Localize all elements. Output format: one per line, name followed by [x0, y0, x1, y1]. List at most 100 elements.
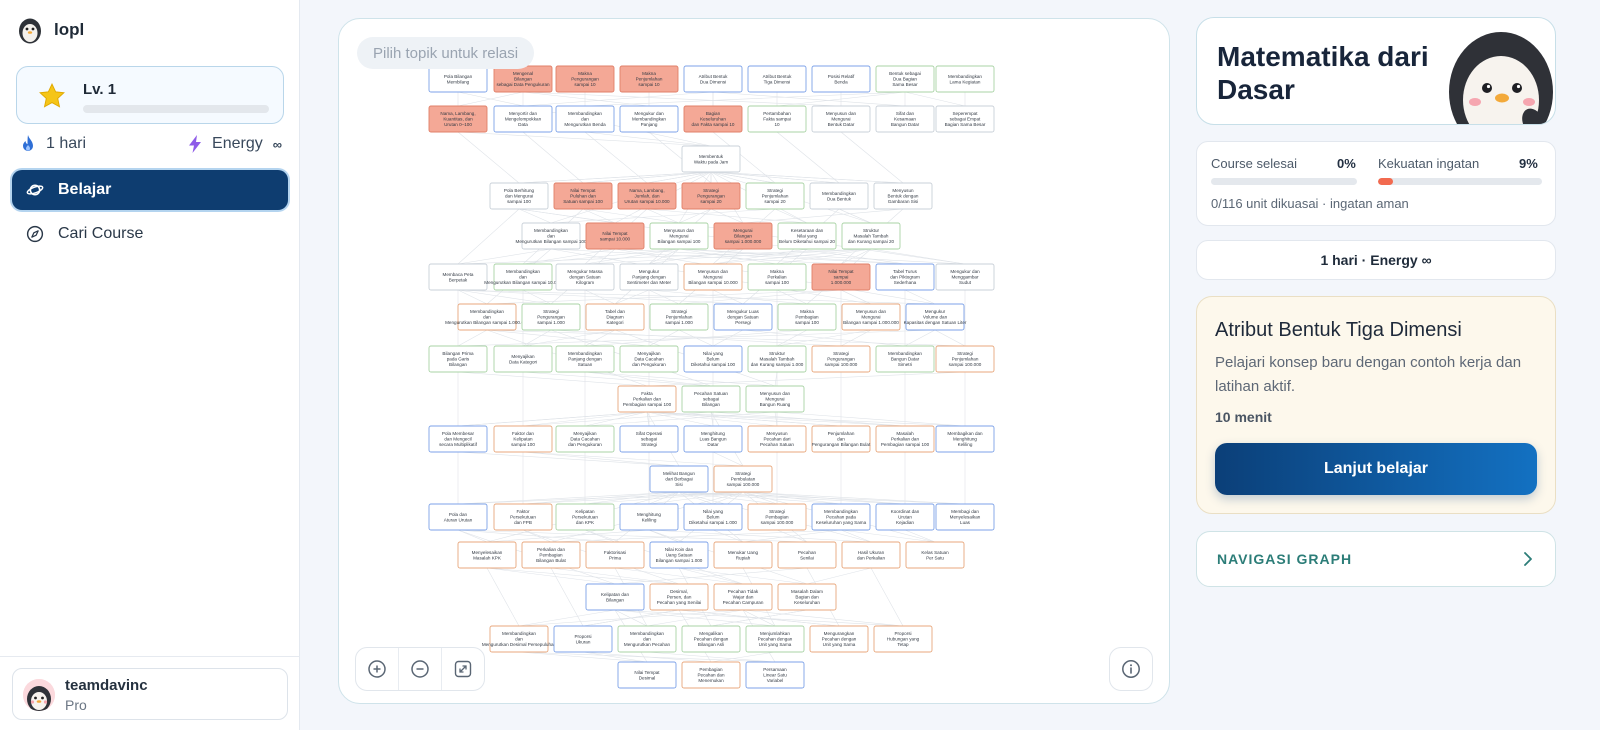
- zoom-in-button[interactable]: [356, 648, 398, 690]
- nav-item-belajar[interactable]: Belajar: [12, 170, 288, 210]
- zoom-out-button[interactable]: [398, 648, 441, 690]
- graph-info-button[interactable]: [1109, 647, 1153, 691]
- nav-item-cari-course[interactable]: Cari Course: [12, 214, 288, 254]
- topic-selector[interactable]: Pilih topik untuk relasi: [357, 37, 535, 69]
- graph-navigation-toggle[interactable]: NAVIGASI GRAPH: [1196, 531, 1556, 587]
- level-card[interactable]: Lv. 1: [16, 66, 284, 124]
- continue-learning-button[interactable]: Lanjut belajar: [1215, 443, 1537, 495]
- brand[interactable]: lopl: [18, 16, 84, 44]
- fit-view-button[interactable]: [441, 648, 484, 690]
